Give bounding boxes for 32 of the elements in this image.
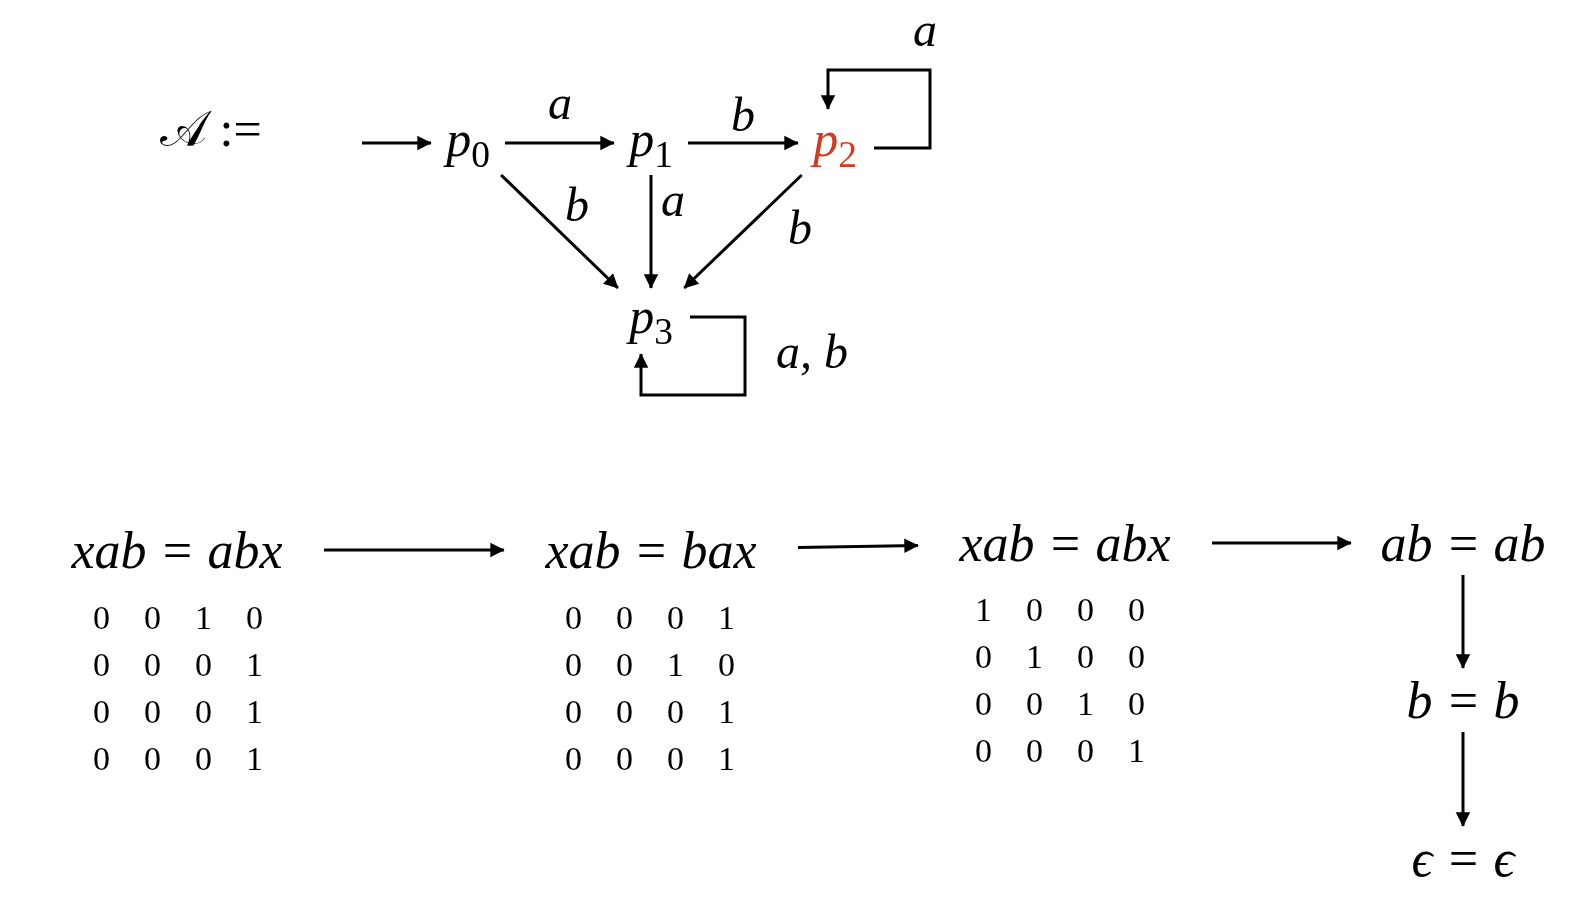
equation: ab = ab xyxy=(1380,513,1546,573)
matrix-row-text: 0 0 1 0 xyxy=(565,645,735,685)
arrow xyxy=(500,173,619,290)
arrow xyxy=(820,68,932,150)
matrix-row-text: 0 0 0 1 xyxy=(565,692,735,732)
matrix-row-text: 0 0 0 1 xyxy=(93,645,263,685)
arrow xyxy=(643,175,659,289)
equation: xab = abx xyxy=(959,513,1171,573)
equation: xab = abx xyxy=(71,520,283,580)
matrix-row-text: 0 0 1 0 xyxy=(93,598,263,638)
matrix-row-text: 0 0 0 1 xyxy=(93,692,263,732)
arrow xyxy=(324,542,505,558)
arrow xyxy=(505,135,615,151)
matrix-row-text: 0 1 0 0 xyxy=(975,637,1145,677)
equation: b = b xyxy=(1406,670,1520,730)
arrow xyxy=(1455,732,1471,827)
arrow xyxy=(797,538,919,553)
arrow xyxy=(362,135,432,151)
matrix-row-text: 0 0 1 0 xyxy=(975,684,1145,724)
matrix-row-text: 1 0 0 0 xyxy=(975,590,1145,630)
automaton-heading: 𝒜 := xyxy=(160,100,262,159)
matrix-row-text: 0 0 0 1 xyxy=(975,731,1145,771)
arrow xyxy=(688,135,799,151)
arrow xyxy=(683,173,803,290)
arrow xyxy=(633,315,747,397)
arrow xyxy=(1455,575,1471,669)
equation: ϵ = ϵ xyxy=(1411,828,1515,888)
arrow xyxy=(1212,535,1352,551)
matrix-row-text: 0 0 0 1 xyxy=(93,739,263,779)
matrix-row-text: 0 0 0 1 xyxy=(565,598,735,638)
matrix-row-text: 0 0 0 1 xyxy=(565,739,735,779)
equation: xab = bax xyxy=(545,520,757,580)
